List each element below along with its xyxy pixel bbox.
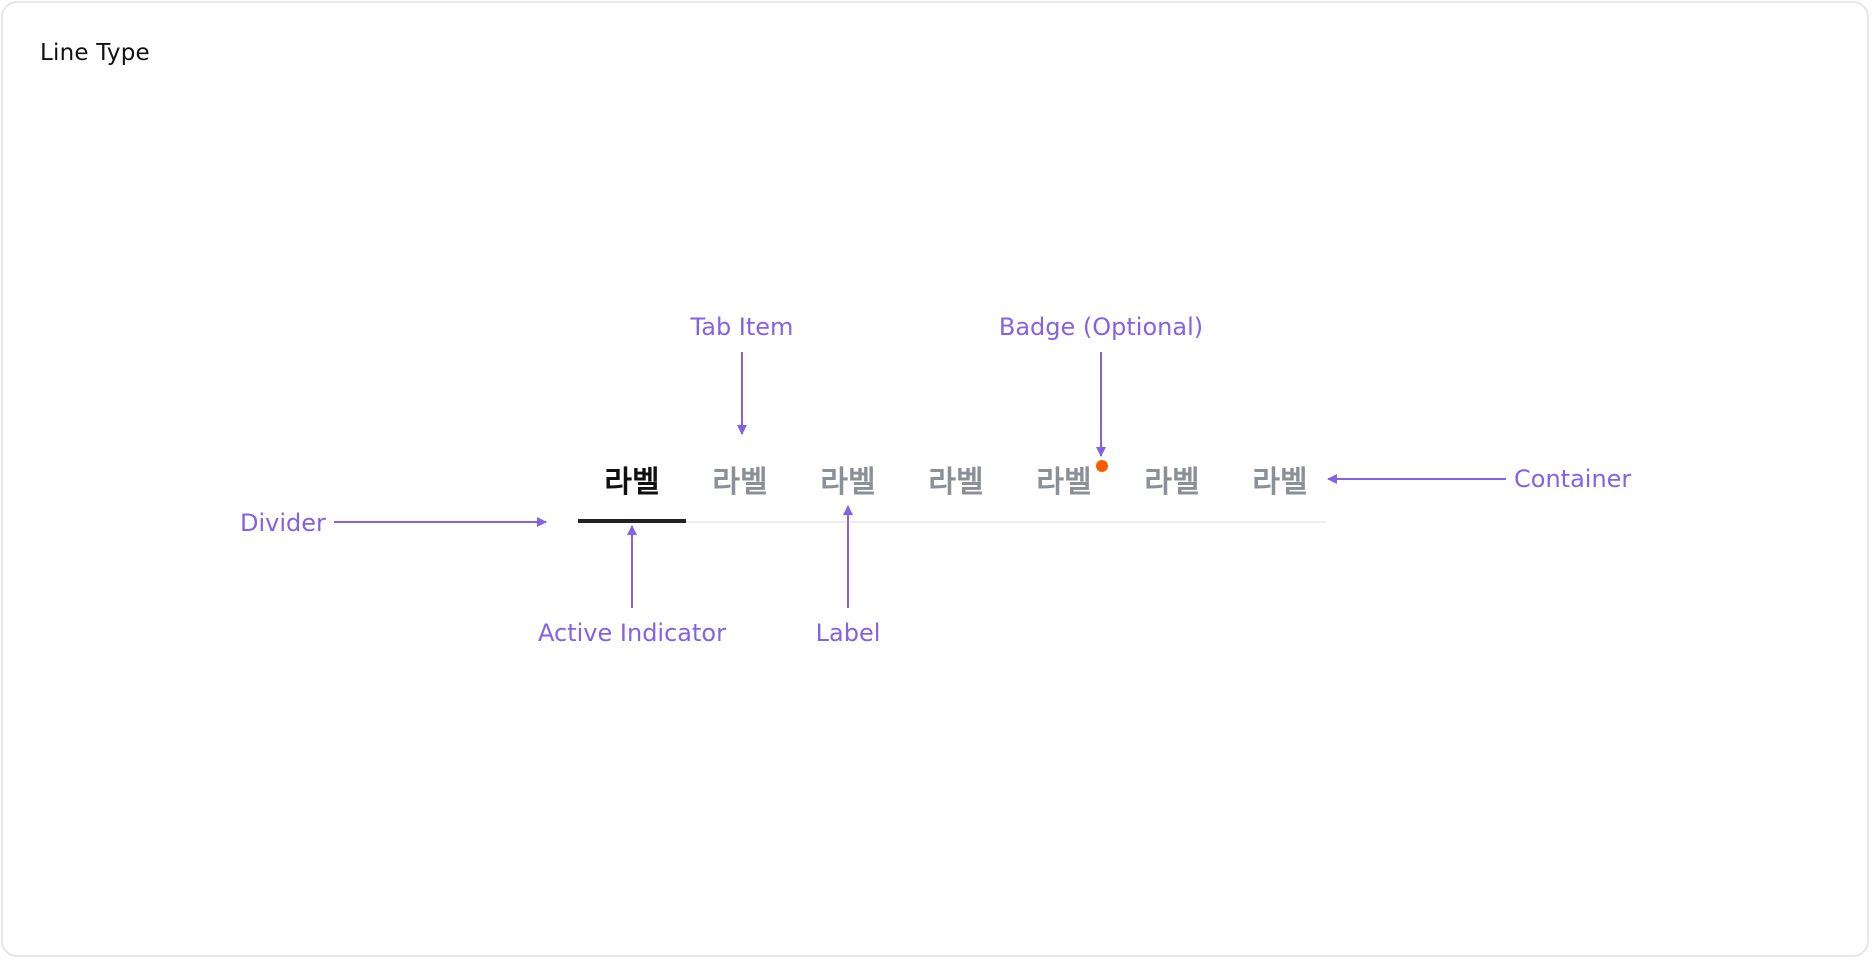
tab-item-6[interactable]: 라벨 [1144, 465, 1199, 500]
tab-item-7[interactable]: 라벨 [1252, 465, 1307, 500]
callout-badge: Badge (Optional) [999, 313, 1203, 341]
tab-item-1[interactable]: 라벨 [604, 465, 659, 500]
section-title: Line Type [40, 40, 150, 66]
active-indicator [578, 519, 686, 523]
callout-divider: Divider [240, 509, 326, 537]
badge-dot [1096, 460, 1108, 472]
tab-item-2[interactable]: 라벨 [712, 465, 767, 500]
tab-item-5[interactable]: 라벨 [1036, 465, 1091, 500]
tab-item-3[interactable]: 라벨 [820, 465, 875, 500]
callout-label: Label [816, 619, 881, 647]
tab-item-4[interactable]: 라벨 [928, 465, 983, 500]
callout-tab-item: Tab Item [690, 313, 794, 341]
callout-container: Container [1514, 465, 1631, 493]
callout-active-indicator: Active Indicator [538, 619, 726, 647]
